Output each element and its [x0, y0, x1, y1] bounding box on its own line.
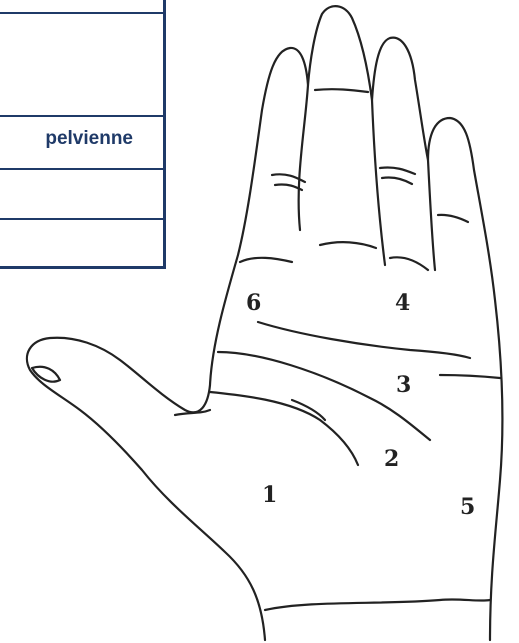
table-rule	[0, 12, 163, 14]
heart-line	[258, 322, 470, 358]
zone-label-4: 4	[395, 290, 410, 316]
table-rule	[0, 218, 163, 220]
zone-label-1: 1	[262, 482, 277, 508]
life-line	[210, 392, 358, 465]
zone-label-2: 2	[384, 446, 399, 472]
zone-label-3: 3	[396, 372, 411, 398]
zone-label-6: 6	[246, 290, 261, 316]
table-rule	[0, 168, 163, 170]
clipped-table: pelvienne	[0, 0, 166, 269]
table-rule	[0, 115, 163, 117]
table-row-label: pelvienne	[45, 128, 133, 150]
zone-label-5: 5	[460, 494, 475, 520]
